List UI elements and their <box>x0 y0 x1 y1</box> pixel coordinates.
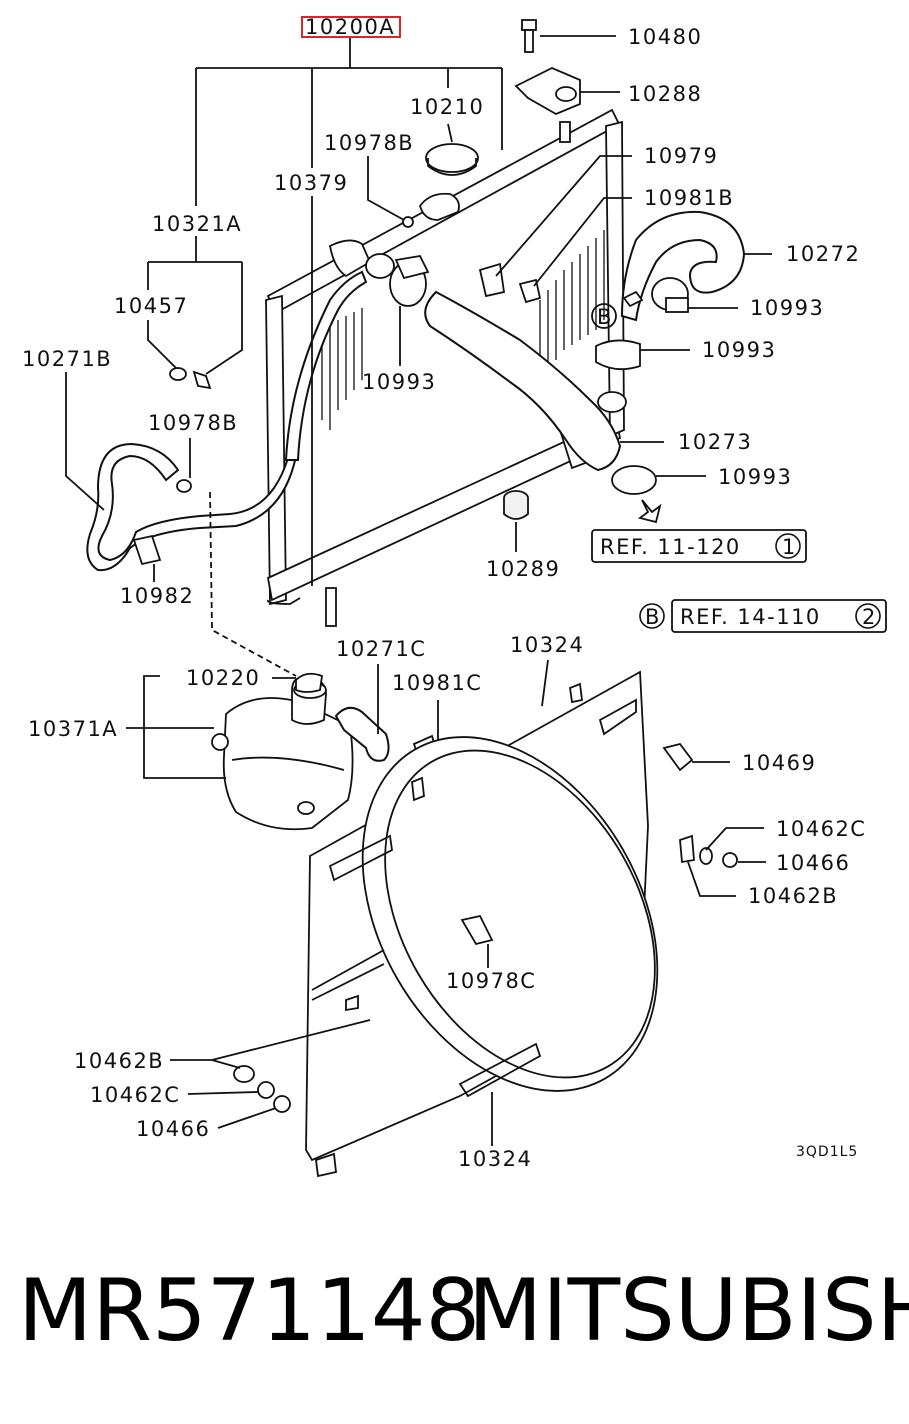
clip-10978b-top <box>402 216 414 228</box>
nut-10466-r <box>722 852 738 868</box>
label-10273: 10273 <box>678 430 752 454</box>
label-10288: 10288 <box>628 82 702 106</box>
label-10480: 10480 <box>628 25 702 49</box>
hose-10273 <box>424 290 622 472</box>
label-10993-r3: 10993 <box>718 465 792 489</box>
label-10200a-highlighted: 10200A <box>305 15 395 39</box>
label-10271b: 10271B <box>22 347 112 371</box>
nut-10466-l <box>273 1095 291 1113</box>
hose-clamp-10993-r2 <box>595 339 641 371</box>
leader-lines <box>65 35 772 1146</box>
highlight-box <box>301 16 401 38</box>
hose-10271c <box>334 706 390 762</box>
label-10978c: 10978C <box>446 969 536 993</box>
label-10462c-right: 10462C <box>776 817 866 841</box>
grommet-10462b-l <box>233 1065 255 1083</box>
bracket-10979 <box>478 262 506 298</box>
clamp-10457 <box>169 367 212 390</box>
label-10978b-mid: 10978B <box>148 411 238 435</box>
label-10469: 10469 <box>742 751 816 775</box>
reservoir-tank-10371a <box>211 675 354 831</box>
label-10457: 10457 <box>114 294 188 318</box>
marker-b-top: B <box>597 305 613 329</box>
arrow-marker-b <box>622 290 644 308</box>
label-10321a: 10321A <box>152 212 242 236</box>
label-10993-r2: 10993 <box>702 338 776 362</box>
label-10324-bottom: 10324 <box>458 1147 532 1171</box>
radiator-cap-10210 <box>425 143 479 176</box>
bracket-10288 <box>514 67 581 116</box>
ref-11-120-num: 1 <box>782 535 797 559</box>
clip-10982 <box>132 534 162 566</box>
label-10978b-top: 10978B <box>324 131 414 155</box>
bolt-10480 <box>521 19 537 53</box>
label-10289: 10289 <box>486 557 560 581</box>
clip-10978b-mid <box>176 479 192 493</box>
ref-box-11-120: REF. 11-120 1 <box>591 529 807 563</box>
label-10466-left: 10466 <box>136 1117 210 1141</box>
marker-b-ref: B <box>645 605 661 629</box>
label-10462b-right: 10462B <box>748 884 838 908</box>
label-10466-right: 10466 <box>776 851 850 875</box>
hose-10379 <box>284 270 368 461</box>
label-10993-left: 10993 <box>362 370 436 394</box>
marker-b-circle-ref <box>639 603 665 629</box>
label-10993-r1: 10993 <box>750 296 824 320</box>
caption-brand: MITSUBISHI <box>468 1261 909 1361</box>
hose-clamp-10993-left <box>389 255 430 307</box>
rubber-mount-10289 <box>503 490 529 520</box>
label-10272: 10272 <box>786 242 860 266</box>
hose-10271b <box>86 442 298 572</box>
label-10462b-left: 10462B <box>74 1049 164 1073</box>
ref-14-110-num: 2 <box>862 605 877 629</box>
ref-11-120-text: REF. 11-120 <box>600 535 741 559</box>
ref-box-14-110: REF. 14-110 2 <box>671 599 887 633</box>
washer-10462c-r <box>699 847 713 865</box>
caption-part-number: MR571148 <box>18 1261 480 1361</box>
label-10324-top: 10324 <box>510 633 584 657</box>
bolt-10469 <box>662 742 694 772</box>
label-10979: 10979 <box>644 144 718 168</box>
label-10220: 10220 <box>186 666 260 690</box>
hose-clamp-10993-r1 <box>651 277 689 313</box>
ref-14-110-text: REF. 14-110 <box>680 605 821 629</box>
label-10981b: 10981B <box>644 186 734 210</box>
label-10210: 10210 <box>410 95 484 119</box>
hose-clamp-10993-r3 <box>611 465 657 495</box>
label-10379: 10379 <box>274 171 348 195</box>
label-10271c: 10271C <box>336 637 426 661</box>
arrow-ref-11-120 <box>637 499 662 524</box>
diagram-code: 3QD1L5 <box>796 1144 858 1160</box>
label-10462c-left: 10462C <box>90 1083 180 1107</box>
clip-10978c <box>460 914 494 946</box>
label-10981c: 10981C <box>392 671 482 695</box>
reservoir-cap-10220 <box>295 672 323 693</box>
label-10371a: 10371A <box>28 717 118 741</box>
marker-b-circle-top <box>591 303 617 329</box>
label-10982: 10982 <box>120 584 194 608</box>
grommet-10462b-r <box>679 834 695 864</box>
washer-10462c-l <box>257 1081 275 1099</box>
